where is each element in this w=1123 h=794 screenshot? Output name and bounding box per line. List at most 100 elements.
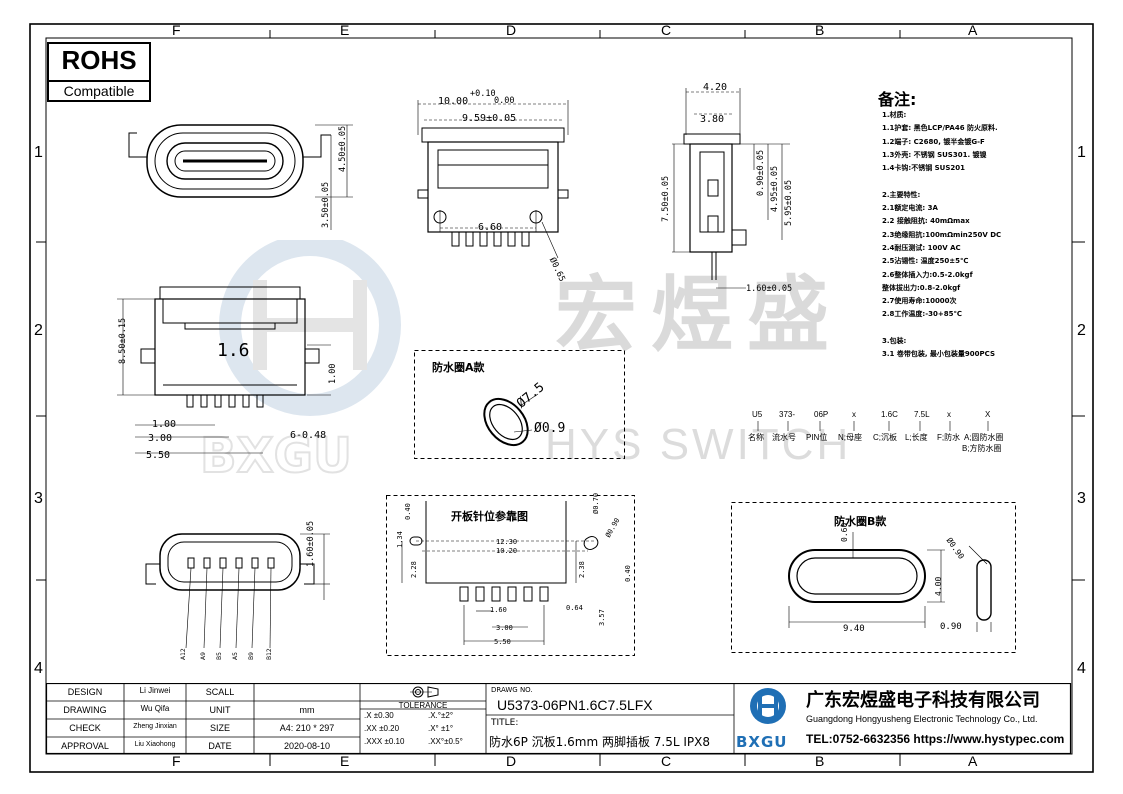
- side-dim-750: 7.50±0.05: [661, 175, 671, 222]
- ring-b-dim-400: 4.00: [934, 576, 943, 596]
- pcb-dim-040: 0.40: [404, 503, 412, 520]
- pn-desc-extra: B;方防水圈: [962, 444, 1002, 453]
- pn-desc: N;母座: [838, 433, 862, 442]
- note-line: [882, 176, 1001, 189]
- zone-bottom-b: B: [815, 753, 825, 769]
- watermark-logo: BXGU: [199, 240, 401, 485]
- bottom-dim-100r: 1.00: [328, 363, 338, 384]
- zone-top-a: A: [968, 22, 978, 38]
- tb-tolerance: .XX ±0.20: [364, 724, 400, 733]
- note-line: 2.8工作温度:-30+85℃: [882, 310, 962, 319]
- bottom-dim-550: 5.50: [146, 450, 171, 461]
- side-dim-090: 0.90±0.05: [756, 149, 766, 196]
- tb-tolerance-label: TOLERANCE: [398, 701, 448, 710]
- zone-bottom-d: D: [506, 753, 517, 769]
- note-line: 2.2 接触阻抗: 40mΩmax: [882, 217, 970, 226]
- pn-code: 1.6C: [881, 410, 898, 419]
- rohs-compatible: Compatible: [49, 80, 149, 102]
- bottom-view: [117, 286, 331, 454]
- tb-check-name: Zheng Jinxian: [133, 723, 177, 730]
- tb-scale-label: SCALL: [205, 687, 235, 697]
- tb-title-label: TITLE:: [491, 718, 519, 728]
- pn-desc: A;圆防水圈: [964, 433, 1004, 442]
- zone-left-3: 3: [34, 490, 43, 507]
- tb-tolerance: .XX°±0.5°: [428, 737, 463, 746]
- company-name-en: Guangdong Hongyusheng Electronic Technol…: [806, 714, 1038, 724]
- pcb-layout-box: [386, 495, 635, 656]
- watermark-english: HYS SWITCH: [545, 420, 852, 469]
- note-line: 1.3外壳: 不锈钢 SUS301. 镀镍: [882, 150, 987, 159]
- tb-design-label: DESIGN: [67, 687, 103, 697]
- zone-top-e: E: [340, 22, 350, 38]
- pcb-dim-300: 3.00: [496, 624, 513, 632]
- note-line: 3.1 卷带包装, 最小包装量900PCS: [882, 350, 995, 359]
- top-dim-1000-plus: +0.10: [470, 89, 496, 99]
- pin-label: B5: [216, 652, 223, 660]
- pin-view: [145, 533, 330, 649]
- note-line: 整体拔出力:0.8-2.0kgf: [882, 283, 961, 292]
- zone-top-b: B: [815, 22, 825, 38]
- company-logo-icon: [750, 688, 786, 724]
- pn-desc: 流水号: [772, 433, 796, 442]
- zone-left-2: 2: [34, 322, 43, 339]
- note-line: 2.4耐压测试: 100V AC: [882, 243, 961, 252]
- ring-b-dim-940: 9.40: [843, 624, 865, 634]
- top-dim-1000-minus: 0.00: [494, 96, 515, 106]
- notes-title: 备注:: [878, 90, 917, 109]
- note-line: [882, 323, 1001, 336]
- zone-left-4: 4: [34, 660, 43, 677]
- tb-date-value: 2020-08-10: [283, 741, 331, 751]
- side-dim-380: 3.80: [700, 114, 725, 125]
- front-view: [128, 124, 353, 230]
- ring-a-dim-th: Ø0.9: [534, 421, 566, 436]
- side-dim-595: 5.95±0.05: [784, 179, 794, 226]
- tb-tolerance: .X.°±2°: [428, 711, 454, 720]
- zone-bottom-f: F: [172, 753, 181, 769]
- note-line: 1.2端子: C2680, 镀半金镀G-F: [882, 137, 985, 146]
- note-line: 2.7使用寿命:10000次: [882, 297, 957, 306]
- ring-b-dim-060: 0.60: [840, 522, 849, 542]
- tb-drawing-no-label: DRAWG NO.: [491, 686, 533, 694]
- pn-desc: 名称: [748, 433, 764, 442]
- side-dim-160: 1.60±0.05: [746, 284, 793, 294]
- pcb-dim-1020: 10.20: [496, 547, 518, 555]
- bottom-dim-100: 1.00: [152, 419, 177, 430]
- note-line: 1.1护套: 黑色LCP/PA46 防火原料.: [882, 124, 998, 133]
- pin-label: A5: [232, 652, 239, 660]
- pin-label: B9: [248, 652, 255, 660]
- zone-left-1: 1: [34, 144, 43, 161]
- rohs-badge: ROHS Compatible: [47, 42, 151, 102]
- bottom-dim-300: 3.00: [148, 433, 173, 444]
- side-dim-495: 4.95±0.05: [770, 165, 780, 212]
- top-dim-660: 6.60: [478, 222, 503, 233]
- title-block-grid: [46, 683, 1072, 755]
- note-line: 2.3绝缘阻抗:100mΩmin250V DC: [882, 230, 1002, 239]
- pn-code: U5: [752, 410, 763, 419]
- pcb-dim-070: Ø0.70: [592, 492, 600, 514]
- pcb-dim-040b: 0.40: [624, 565, 632, 582]
- bottom-label-16: 1.6: [217, 340, 250, 361]
- pcb-dim-1230: 12.30: [496, 538, 518, 546]
- tb-approval-label: APPROVAL: [61, 741, 109, 751]
- pn-code: 7.5L: [914, 410, 930, 419]
- company-logo-text: BXGU: [736, 733, 788, 751]
- pn-code: x: [852, 410, 856, 419]
- tb-drawing-name: Wu Qifa: [140, 704, 170, 713]
- tb-unit-value: mm: [299, 705, 315, 715]
- ring-b-title: 防水圈B款: [834, 515, 887, 528]
- front-dim-450: 4.50±0.05: [338, 125, 348, 172]
- bottom-dim-850: 8.50±0.15: [118, 317, 128, 364]
- pin-label: A12: [180, 648, 187, 660]
- zone-bottom-c: C: [661, 753, 672, 769]
- tb-approval-name: Liu Xiaohong: [134, 741, 176, 748]
- note-line: 2.主要特性:: [882, 190, 921, 199]
- pcb-dim-238: 2.38: [578, 561, 586, 578]
- tb-size-value: A4: 210 * 297: [279, 723, 335, 733]
- tb-tolerance: .XXX ±0.10: [364, 737, 405, 746]
- pn-code: x: [947, 410, 951, 419]
- projection-symbol: [410, 686, 439, 698]
- tb-tolerance: .X ±0.30: [364, 711, 394, 720]
- watermark-chinese: 宏煜盛: [555, 268, 844, 363]
- pcb-dim-357: 3.57: [598, 609, 606, 626]
